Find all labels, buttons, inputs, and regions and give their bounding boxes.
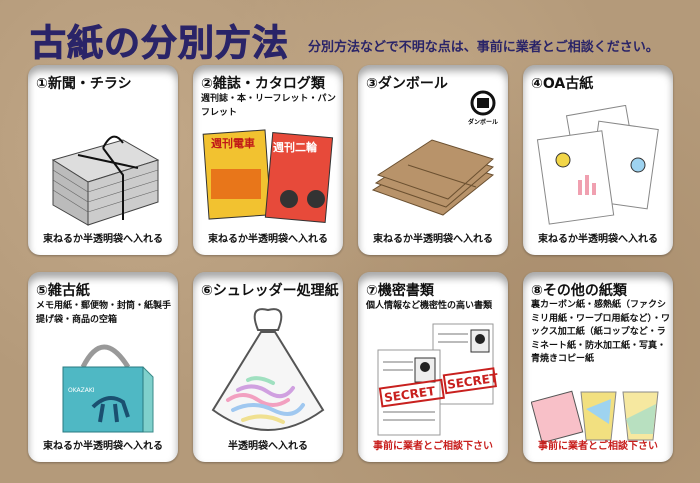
card-cardboard: ③ダンボール ダンボール 束ねるか半透明袋へ入れる [358, 65, 508, 255]
cardboard-mark-label: ダンボール [468, 118, 498, 126]
page-subtitle: 分別方法などで不明な点は、事前に業者とご相談ください。 [308, 40, 659, 55]
magazines-illustration: 週刊電車 週刊二輪 [202, 129, 334, 223]
confidential-documents-illustration: SECRET SECRET [377, 323, 498, 436]
card-instruction: 束ねるか半透明袋へ入れる [43, 234, 163, 245]
card-title: ①新聞・チラシ [36, 76, 132, 92]
card-office-paper: ④OA古紙 束ねるか半透明袋へ入れる [523, 65, 673, 255]
shredded-paper-bag-illustration [211, 308, 325, 431]
card-confidential-documents: ⑦機密書類 個人情報など機密性の高い書類 SECRET SECRET 事前に業者… [358, 272, 508, 462]
recycle-mark-icon: ダンボール [468, 90, 498, 126]
card-other-paper: ⑧その他の紙類 裏カーボン紙・感熱紙（ファクシミリ用紙・ワープロ用紙など）・ワッ… [523, 272, 673, 462]
paper-bag-illustration: OKAZAKI [62, 344, 154, 433]
bag-label: OKAZAKI [68, 387, 95, 394]
card-title: ④OA古紙 [531, 76, 594, 92]
card-instruction: 束ねるか半透明袋へ入れる [43, 441, 163, 452]
magazine-title: 週刊二輪 [273, 140, 318, 154]
card-newspaper: ①新聞・チラシ 束ねるか半透明袋へ入れる [28, 65, 178, 255]
card-instruction: 半透明袋へ入れる [228, 441, 308, 452]
office-paper-illustration [536, 105, 659, 225]
card-title: ③ダンボール [366, 76, 448, 92]
card-mixed-paper: ⑤雑古紙 メモ用紙・郵便物・封筒・紙製手提げ袋・商品の空箱 OKAZAKI 束ね… [28, 272, 178, 462]
card-title: ⑤雑古紙 [36, 283, 90, 299]
card-title: ②雑誌・カタログ類 [201, 76, 325, 92]
card-title: ⑧その他の紙類 [531, 283, 627, 299]
card-description: 個人情報など機密性の高い書類 [366, 301, 493, 311]
cardboard-illustration [371, 139, 495, 216]
card-title: ⑦機密書類 [366, 283, 434, 299]
page-title: 古紙の分別方法 [29, 23, 290, 65]
card-instruction: 事前に業者とご相談下さい [373, 441, 493, 452]
card-magazines: ②雑誌・カタログ類 週刊誌・本・リーフレット・パンフレット 週刊電車 週刊二輪 … [193, 65, 343, 255]
magazine-title: 週刊電車 [211, 136, 255, 150]
card-description: 週刊誌・本・リーフレット・パンフレット [201, 94, 336, 118]
card-instruction: 束ねるか半透明袋へ入れる [208, 234, 328, 245]
secret-stamp: SECRET [446, 371, 498, 392]
card-description: 裏カーボン紙・感熱紙（ファクシミリ用紙・ワープロ用紙など）・ワックス加工紙（紙コ… [531, 300, 670, 364]
newspaper-bundle-illustration [51, 135, 160, 226]
card-instruction: 束ねるか半透明袋へ入れる [373, 234, 493, 245]
card-instruction: 束ねるか半透明袋へ入れる [538, 234, 658, 245]
card-title: ⑥シュレッダー処理紙 [201, 283, 339, 299]
photo-and-paper-cups-illustration [531, 390, 659, 444]
card-instruction: 事前に業者とご相談下さい [538, 441, 658, 452]
card-shredded-paper: ⑥シュレッダー処理紙 半透明袋へ入れる [193, 272, 343, 462]
card-description: メモ用紙・郵便物・封筒・紙製手提げ袋・商品の空箱 [36, 301, 172, 325]
